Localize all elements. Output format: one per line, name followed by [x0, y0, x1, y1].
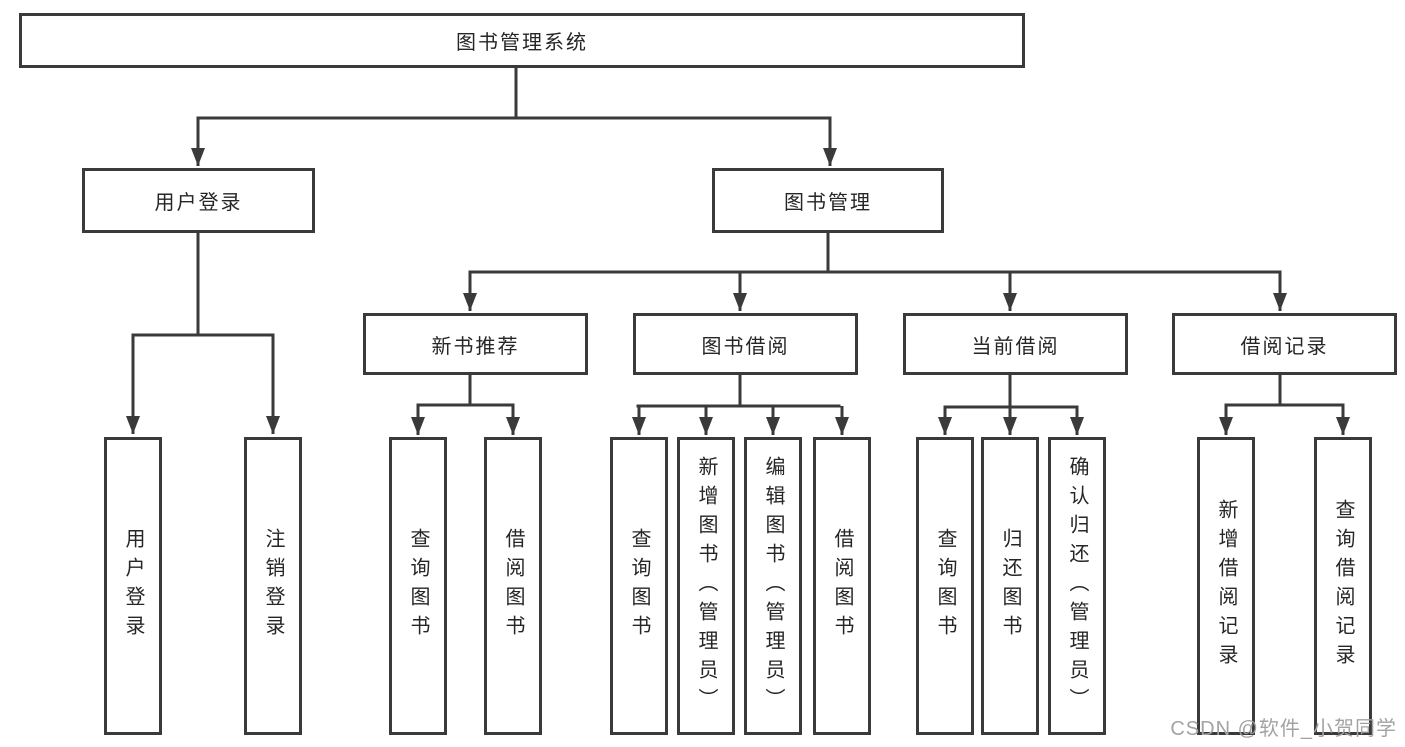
node-current-borrow: 当前借阅 — [903, 313, 1128, 375]
node-library-system: 图书管理系统 — [19, 13, 1025, 68]
node-label: 借阅记录 — [1240, 335, 1329, 358]
node-label: 当前借阅 — [971, 335, 1060, 358]
connector-newbook-rail — [416, 375, 515, 407]
connector-bookmgmt-rail — [468, 233, 1282, 274]
leaf-return-book: 归还图书 — [981, 437, 1039, 735]
connector-root-to-level2 — [196, 68, 832, 120]
leaf-label: 借阅图书 — [831, 528, 853, 644]
leaf-label: 查询图书 — [628, 528, 650, 644]
leaf-confirm-return-admin: 确认归还（管理员） — [1048, 437, 1106, 735]
node-borrow-records: 借阅记录 — [1172, 313, 1397, 375]
leaf-label: 编辑图书（管理员） — [762, 455, 784, 717]
leaf-query-books-current: 查询图书 — [916, 437, 974, 735]
connector-records-rail — [1224, 375, 1345, 407]
leaf-query-books-recommend: 查询图书 — [389, 437, 447, 735]
node-book-management: 图书管理 — [712, 168, 944, 233]
node-label: 新书推荐 — [431, 335, 520, 358]
node-user-login: 用户登录 — [82, 168, 315, 233]
node-label: 图书管理 — [784, 192, 872, 214]
csdn-watermark: CSDN @软件_小贺同学 — [1170, 718, 1397, 740]
leaf-label: 新增借阅记录 — [1215, 499, 1237, 673]
leaf-label: 查询图书 — [407, 528, 429, 644]
node-label: 图书管理系统 — [456, 32, 588, 54]
node-new-book-recommend: 新书推荐 — [363, 313, 588, 375]
leaf-edit-book-admin: 编辑图书（管理员） — [744, 437, 802, 735]
leaf-label: 注销登录 — [262, 528, 284, 644]
leaf-logout: 注销登录 — [244, 437, 302, 735]
leaf-add-book-admin: 新增图书（管理员） — [677, 437, 735, 735]
leaf-borrow-books-recommend: 借阅图书 — [484, 437, 542, 735]
leaf-add-borrow-record: 新增借阅记录 — [1197, 437, 1255, 735]
leaf-label: 查询图书 — [934, 528, 956, 644]
leaf-query-books-borrow: 查询图书 — [610, 437, 668, 735]
leaf-label: 归还图书 — [999, 528, 1021, 644]
leaf-label: 用户登录 — [122, 528, 144, 644]
node-book-borrow: 图书借阅 — [633, 313, 858, 375]
leaf-query-borrow-record: 查询借阅记录 — [1314, 437, 1372, 735]
leaf-label: 新增图书（管理员） — [695, 455, 717, 717]
leaf-user-login: 用户登录 — [104, 437, 162, 735]
connector-borrow-rail — [636, 375, 841, 408]
leaf-label: 查询借阅记录 — [1332, 499, 1354, 673]
leaf-label: 确认归还（管理员） — [1066, 455, 1088, 717]
connector-current-rail — [943, 375, 1079, 409]
connector-userlogin-rail — [131, 233, 275, 337]
node-label: 用户登录 — [154, 192, 243, 214]
leaf-borrow-books: 借阅图书 — [813, 437, 871, 735]
node-label: 图书借阅 — [701, 335, 790, 358]
leaf-label: 借阅图书 — [502, 528, 524, 644]
connector-arrows — [126, 118, 1350, 435]
